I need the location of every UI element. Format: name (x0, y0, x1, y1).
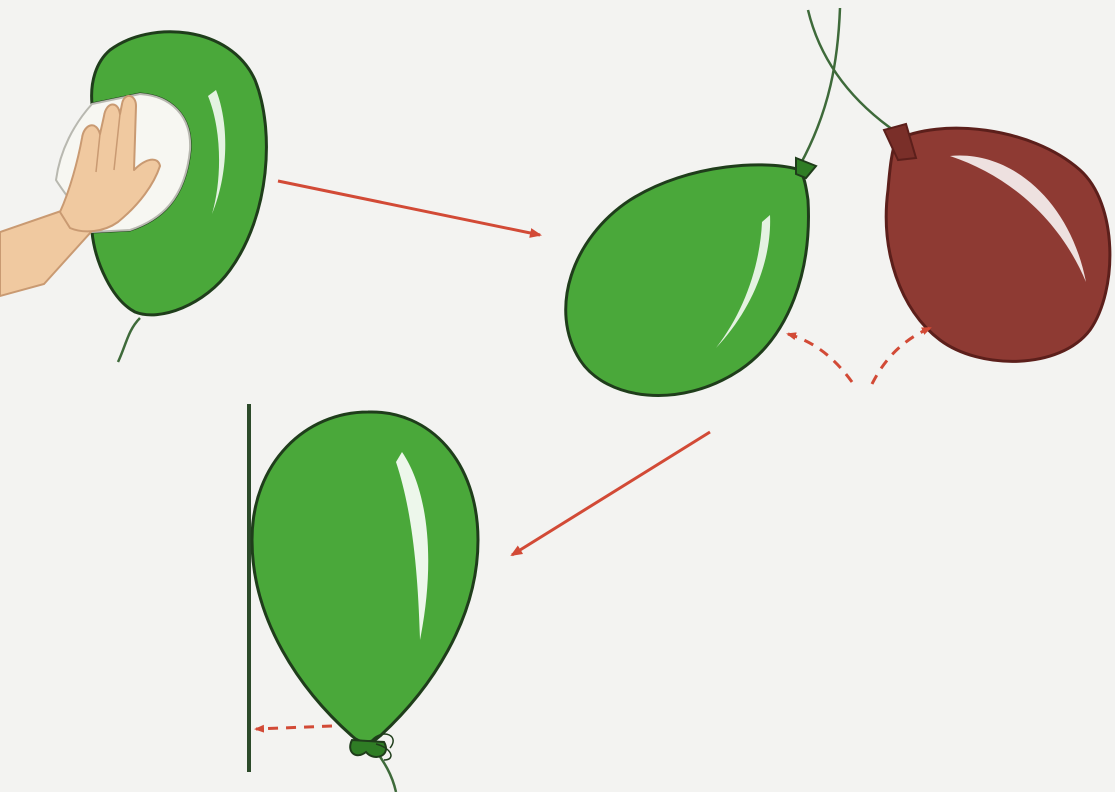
balloon-4-knot (350, 740, 386, 757)
